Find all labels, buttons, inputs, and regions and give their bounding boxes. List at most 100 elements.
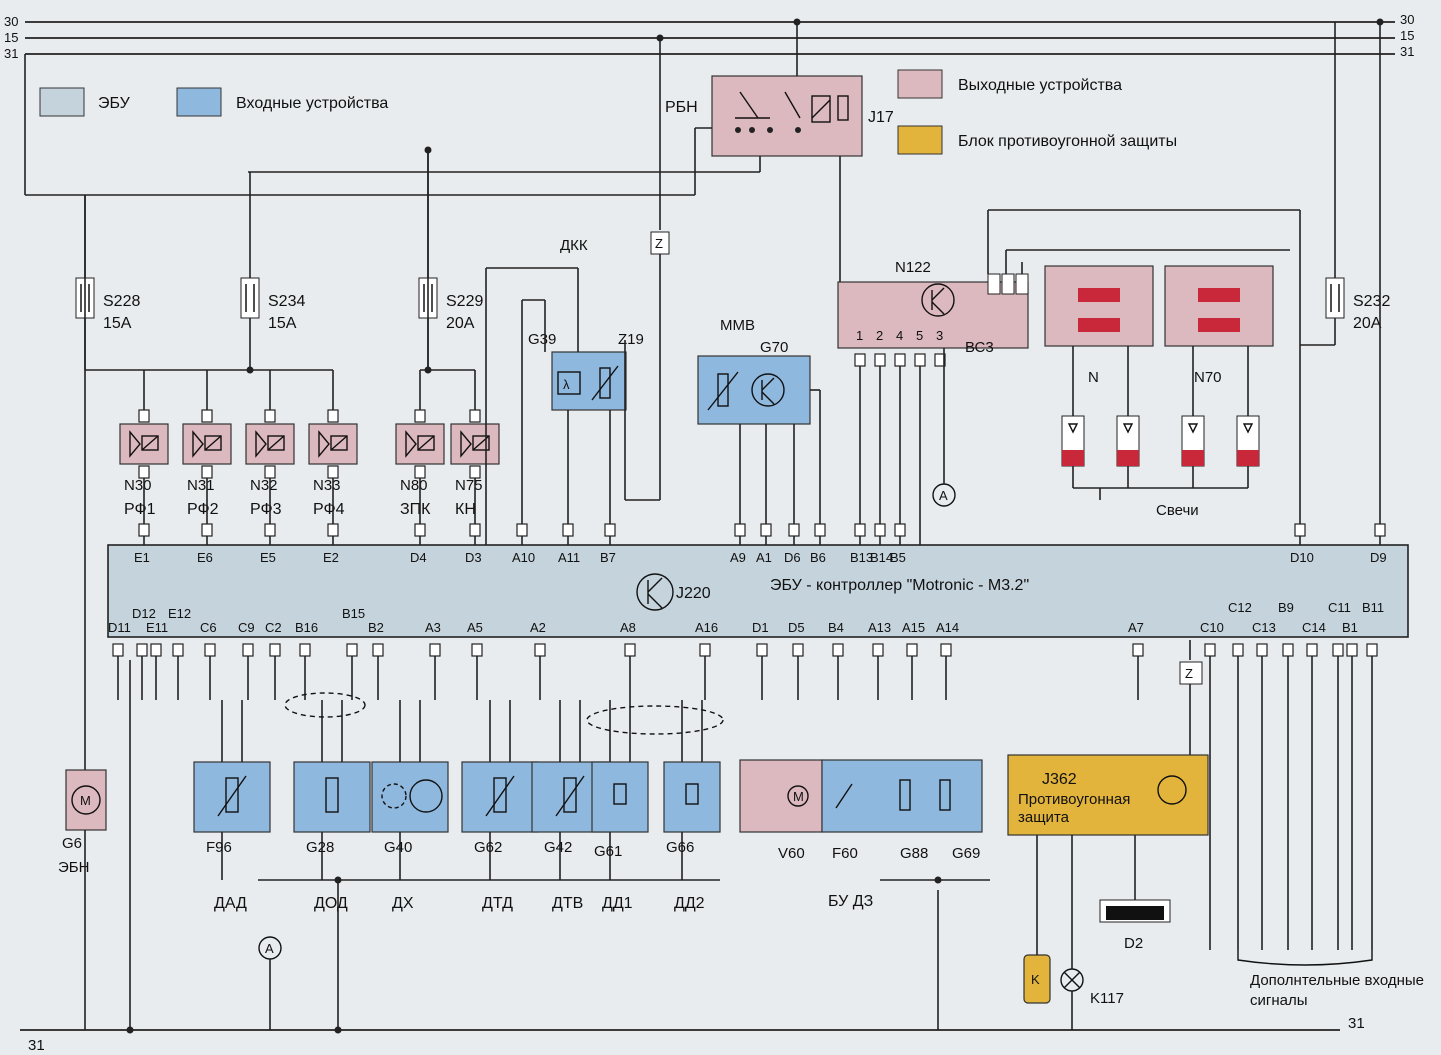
- ecu-bottom-pin-c6: C6: [200, 620, 217, 635]
- sensor-name: ДОД: [314, 895, 348, 912]
- mmv-code: G70: [760, 339, 788, 356]
- dkk-name: ДКК: [560, 237, 588, 254]
- ecu-bottom-pin-a2: A2: [530, 620, 546, 635]
- ecu-bottom-pin-b15: B15: [342, 606, 365, 621]
- legend-input-label: Входные устройства: [236, 95, 388, 112]
- z19-label: Z19: [618, 331, 644, 348]
- spark-plug-1: [1061, 346, 1085, 488]
- g88-label: G88: [900, 845, 928, 862]
- ecu-bottom-pin-e12: E12: [168, 606, 191, 621]
- immo-text1: Противоугонная: [1018, 791, 1130, 808]
- immo-text2: защита: [1018, 809, 1070, 826]
- bc3-label: ВС3: [965, 339, 994, 356]
- spark-plug-4: [1236, 346, 1260, 488]
- ecu-bottom-pin-a3: A3: [425, 620, 441, 635]
- legend: ЭБУ Входные устройства Выходные устройст…: [39, 69, 1177, 155]
- injector-name: ЗПК: [400, 501, 431, 518]
- bus-31-label-left: 31: [4, 46, 18, 61]
- fuse-code: S234: [268, 293, 305, 310]
- ignition-pin-label: 1: [856, 328, 863, 343]
- injector-code: N75: [455, 477, 483, 494]
- injector-code: N32: [250, 477, 278, 494]
- ground-bus: 31 31 A: [20, 660, 1365, 1054]
- injector-code: N31: [187, 477, 215, 494]
- ecu-top-pin-e6: E6: [197, 550, 213, 565]
- extra-signals-line1: Дополнтельные входные: [1250, 972, 1424, 989]
- sensor-code: G66: [666, 839, 694, 856]
- pump-name: ЭБН: [58, 859, 89, 876]
- ecu-bottom-pin-b2: B2: [368, 620, 384, 635]
- ground-label-left: 31: [28, 1037, 45, 1054]
- coil-n70-label: N70: [1194, 369, 1222, 386]
- ecu-bottom-pin-d5: D5: [788, 620, 805, 635]
- ignition-pin-label: 3: [936, 328, 943, 343]
- ecu-bottom-pin-c9: C9: [238, 620, 255, 635]
- ecu-top-pin-d4: D4: [410, 550, 427, 565]
- sensor-name: ДД2: [674, 895, 705, 912]
- ecu-top-pin-d9: D9: [1370, 550, 1387, 565]
- ecu-top-pin-a9: A9: [730, 550, 746, 565]
- spark-plug-3: [1181, 346, 1205, 488]
- bus-30-label-right: 30: [1400, 12, 1414, 27]
- legend-output-label: Выходные устройства: [958, 77, 1122, 94]
- bus-30-label-left: 30: [4, 14, 18, 29]
- extra-input-lines: [1209, 700, 1373, 966]
- ecu-bottom-pin-b11: B11: [1362, 600, 1384, 615]
- ecu-title: ЭБУ - контроллер "Motronic - M3.2": [770, 577, 1029, 594]
- svg-text:λ: λ: [563, 377, 570, 392]
- ecu-bottom-pin-a14: A14: [936, 620, 959, 635]
- ecu-bottom-pin-e11: E11: [146, 620, 168, 635]
- power-buses: 30 15 31 30 15 31: [4, 12, 1414, 196]
- ecu-bottom-pin-a13: A13: [868, 620, 891, 635]
- air-mass-meter: MMB G70: [697, 317, 821, 545]
- ecu-top-pin-a11: A11: [558, 550, 580, 565]
- sensor-code: G40: [384, 839, 412, 856]
- ecu-bottom-pin-b4: B4: [828, 620, 844, 635]
- injector-code: N80: [400, 477, 428, 494]
- ecu-bottom-pin-c14: C14: [1302, 620, 1326, 635]
- injector-name: РФ2: [187, 501, 219, 518]
- ecu-bottom-pin-d1: D1: [752, 620, 769, 635]
- sensor-name: ДД1: [602, 895, 633, 912]
- relay-name: РБН: [665, 99, 698, 116]
- fuse-rating: 20A: [1353, 315, 1382, 332]
- a-marker-ignition: A: [939, 488, 948, 503]
- relay-code: J17: [868, 109, 894, 126]
- immobilizer: Z J362 Противоугонная защита D2 K K117: [1007, 640, 1209, 1030]
- n122-label: N122: [895, 259, 931, 276]
- injector-name: РФ3: [250, 501, 282, 518]
- ecu-bottom-pin-c13: C13: [1252, 620, 1276, 635]
- extra-signals-line2: сигналы: [1250, 992, 1308, 1009]
- pump-code: G6: [62, 835, 82, 852]
- legend-immo-swatch: [897, 125, 943, 155]
- ecu-bottom-pin-c12: C12: [1228, 600, 1252, 615]
- ecu-bottom-pin-c10: C10: [1200, 620, 1224, 635]
- fuse-rating: 15A: [103, 315, 132, 332]
- ecu-top-pin-b13: B13: [850, 550, 873, 565]
- ecu-bottom-pin-a16: A16: [695, 620, 718, 635]
- bus-15-label-left: 15: [4, 30, 18, 45]
- coil-n-label: N: [1088, 369, 1099, 386]
- fuse-rating: 20A: [446, 315, 475, 332]
- ecu-bottom-pin-b16: B16: [295, 620, 318, 635]
- g39-label: G39: [528, 331, 556, 348]
- lambda-probe: Z ДКК G39 Z19 λ: [485, 38, 670, 545]
- legend-output-swatch: [897, 69, 943, 99]
- sensor-code: F96: [206, 839, 232, 856]
- ecu-top-pin-a10: A10: [512, 550, 535, 565]
- injector-code: N30: [124, 477, 152, 494]
- k117-label: K117: [1090, 990, 1124, 1007]
- ecu-top-pin-b14: B14: [870, 550, 893, 565]
- injector-name: РФ1: [124, 501, 156, 518]
- sensor-name: ДХ: [392, 895, 414, 912]
- ecu-top-pin-e1: E1: [134, 550, 150, 565]
